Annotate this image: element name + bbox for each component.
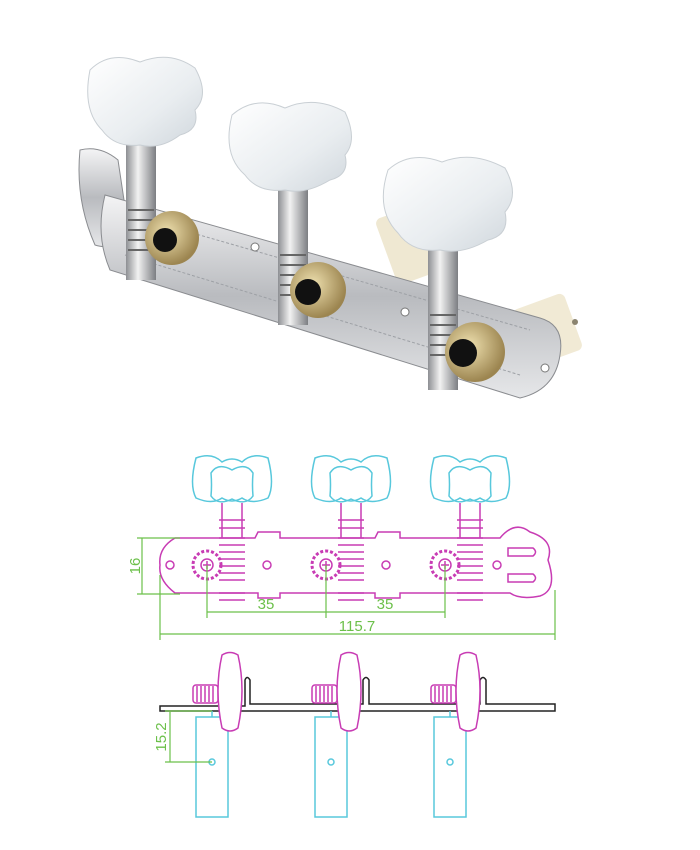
plate-side [159, 676, 556, 712]
dim-height-label: 16 [127, 558, 144, 575]
dim-spacing-1-label: 35 [258, 596, 275, 613]
dim-post-hole-label: 15.2 [153, 722, 170, 751]
side-dimensions [165, 710, 212, 763]
dim-total-label: 115.7 [339, 618, 375, 635]
tuner-photo [78, 56, 582, 399]
plate-outline [159, 526, 553, 599]
tuner-3 [382, 156, 513, 390]
front-dimensions [137, 537, 556, 640]
side-view-drawing [159, 651, 556, 818]
tuner-1 [87, 56, 203, 280]
front-view-drawing [159, 454, 553, 602]
tuner-2 [228, 101, 352, 325]
dim-spacing-2-label: 35 [377, 596, 394, 613]
